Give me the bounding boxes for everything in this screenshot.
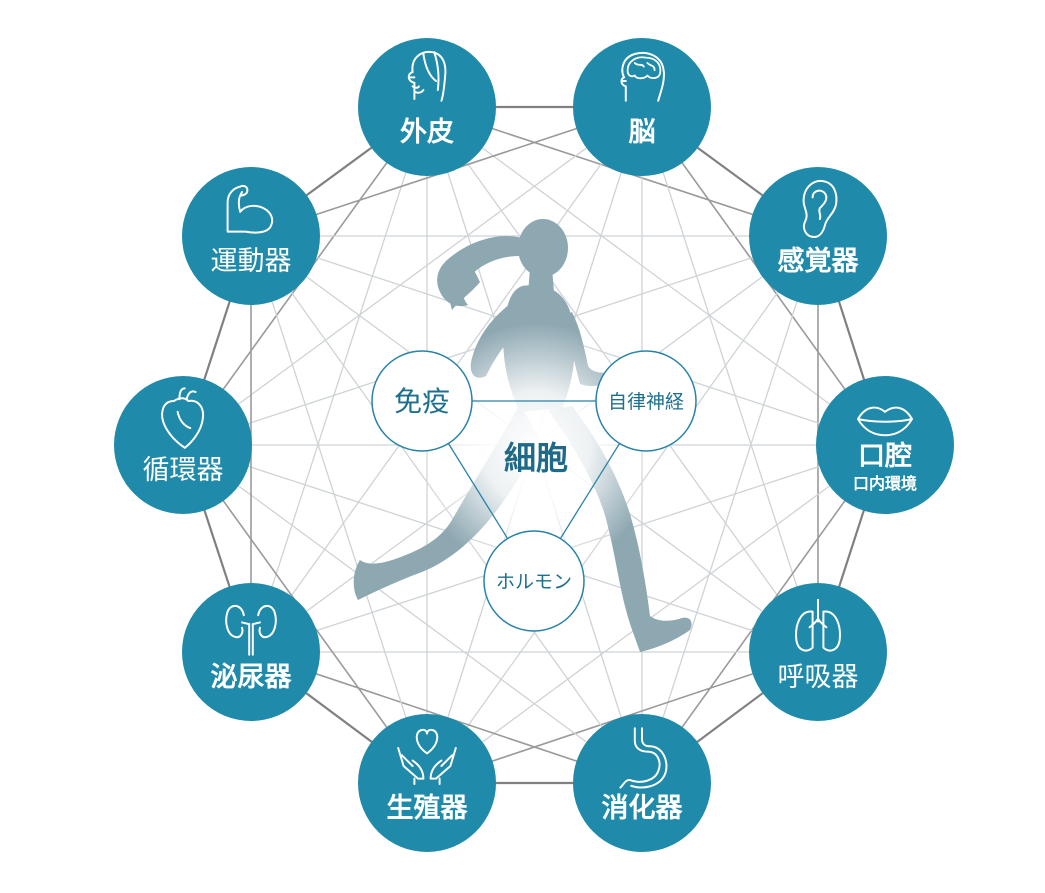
organ-label: 循環器 (143, 455, 224, 486)
organ-node-circle (573, 38, 711, 176)
inner-node-label: 自律神経 (608, 391, 684, 413)
organ-node-circle (182, 167, 320, 305)
ear-icon (802, 179, 838, 238)
network-edge (426, 444, 886, 784)
organ-label: 泌尿器 (211, 662, 293, 693)
inner-node-circle (371, 350, 473, 452)
lungs-icon (795, 598, 841, 652)
kidneys-icon (225, 604, 277, 656)
organ-node-circle (749, 583, 887, 721)
inner-node-immunity: 免疫 (371, 350, 473, 452)
organ-label: 呼吸器 (778, 662, 859, 693)
inner-node-circle (483, 530, 585, 632)
organ-label: 脳 (628, 117, 656, 148)
center-label-cell: 細胞 (504, 439, 568, 477)
organ-node-respiratory: 呼吸器 (749, 583, 887, 721)
organ-node-musculoskeletal: 運動器 (182, 167, 320, 305)
stomach-icon (619, 727, 668, 789)
organ-label: 運動器 (211, 246, 292, 277)
organ-node-circle (816, 376, 954, 514)
inner-node-hormone: ホルモン (483, 530, 585, 632)
organ-node-sensory: 感覚器 (749, 167, 887, 305)
organ-label: 口腔 (858, 441, 912, 472)
inner-node-autonomic: 自律神経 (595, 350, 697, 452)
organ-node-circle (114, 376, 252, 514)
network-edge (182, 444, 643, 784)
heart-hands-icon (397, 728, 457, 785)
flexed-arm-icon (226, 184, 274, 234)
organ-label: 生殖器 (387, 793, 469, 824)
organ-label: 消化器 (602, 793, 684, 824)
lips-icon (857, 406, 913, 437)
organ-label: 感覚器 (778, 245, 860, 277)
organ-node-urinary: 泌尿器 (182, 583, 320, 721)
organ-node-circle (573, 714, 711, 852)
network-edge (182, 106, 643, 446)
organ-node-circle (358, 714, 496, 852)
network-edge (641, 235, 819, 784)
organ-sublabel: 口内環境 (853, 474, 917, 493)
organ-label: 外皮 (400, 117, 454, 148)
organ-node-circle (182, 583, 320, 721)
network-edge (250, 235, 428, 784)
organ-node-digestive: 消化器 (573, 714, 711, 852)
face-profile-icon (407, 50, 447, 102)
inner-node-label: 免疫 (394, 385, 450, 418)
inner-node-label: ホルモン (496, 571, 572, 593)
brain-head-icon (620, 51, 665, 102)
network-edge (641, 106, 819, 653)
network-edge (426, 106, 886, 446)
organ-node-skin: 外皮 (358, 38, 496, 176)
network-edge (250, 106, 428, 653)
inner-node-circle (595, 350, 697, 452)
center-glow (416, 323, 656, 573)
organ-node-reproductive: 生殖器 (358, 714, 496, 852)
organ-node-circulatory: 循環器 (114, 376, 252, 514)
organ-node-brain: 脳 (573, 38, 711, 176)
heart-organ-icon (161, 387, 205, 450)
organ-node-circle (358, 38, 496, 176)
